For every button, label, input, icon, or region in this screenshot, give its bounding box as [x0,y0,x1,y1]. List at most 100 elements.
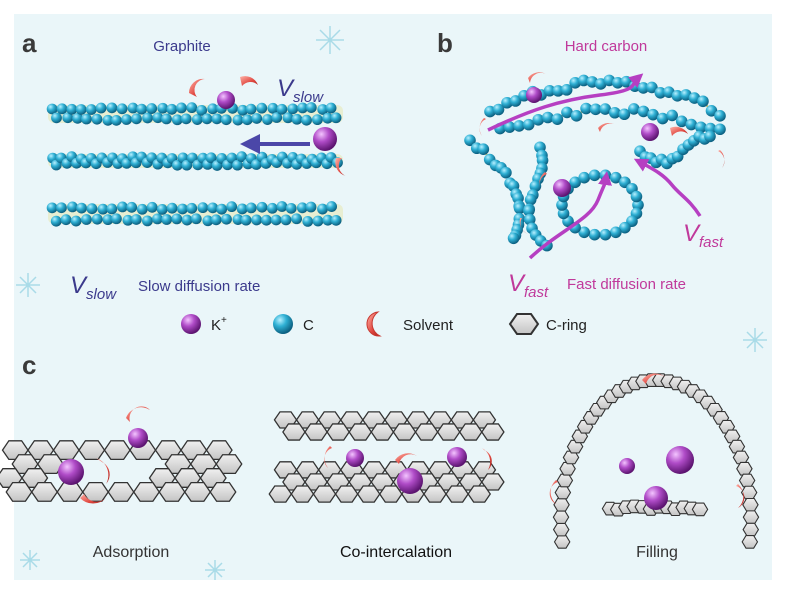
potassium-ion [447,447,467,467]
adsorption-caption: Adsorption [93,544,170,561]
solvent-molecule [528,72,546,83]
carbon-atom [704,130,716,143]
solvent-molecule [718,150,725,168]
carbon-atom [588,169,601,182]
carbon-atom [305,102,317,113]
carbon-atom [121,114,132,125]
carbon-atom [714,123,726,136]
solvent-molecule [519,218,528,234]
carbon-atom [577,74,590,87]
carbon-ring [741,535,759,549]
potassium-ion [128,428,148,448]
panel-c: c Adsorption Co-intercalation Filling [0,350,760,561]
v-fast-legend-symbol: Vfast [508,270,549,301]
carbon-atom [311,114,323,126]
carbon-atom [232,114,244,126]
carbon-atom [675,115,688,128]
carbon-atom [240,214,252,226]
carbon-atom [205,152,217,164]
carbon-atom [262,114,273,125]
carbon-atom [522,118,535,131]
carbon-atom [302,215,314,227]
carbon-atom [266,202,278,214]
carbon-atom [589,103,602,116]
carbon-atom [305,201,317,213]
carbon-atom [106,203,118,215]
carbon-atom [232,214,244,225]
carbon-atom [166,103,178,115]
carbon-atom [110,114,122,126]
carbon-ring [107,481,135,502]
c-ring-legend-label: C-ring [546,317,587,334]
carbon-ring [209,481,237,502]
carbon-atom [102,214,114,226]
carbon-atom [570,110,583,122]
potassium-legend-icon [181,314,201,334]
solvent-molecule [80,494,106,504]
carbon-atom [236,203,248,215]
carbon-atom [580,102,592,115]
carbon-legend-icon [273,314,293,334]
carbon-atom [647,108,659,121]
carbon-atom [211,113,223,125]
fast-diffusion-arrow [487,73,644,132]
carbon-atom [529,180,542,192]
carbon-atom [157,102,169,114]
carbon-ring [103,440,131,461]
carbon-atom [91,213,103,225]
carbon-atom [552,85,564,97]
panel-b-label: b [437,28,453,58]
carbon-ring [445,485,469,503]
carbon-atom [630,190,643,203]
carbon-ring [356,485,381,503]
co-intercalation-caption: Co-intercalation [340,544,452,561]
fast-diffusion-arrow [528,171,612,260]
carbon-atom [127,102,139,114]
carbon-atom [72,112,83,124]
carbon-atom [285,202,297,214]
carbon-atom [561,106,573,119]
carbon-atom [210,214,222,226]
carbon-atom [280,214,292,226]
solvent-molecule [670,126,688,136]
carbon-atom [146,103,158,114]
carbon-atom [256,102,268,114]
carbon-atom [216,203,228,215]
carbon-atom [232,159,243,171]
carbon-atom [532,113,545,126]
carbon-atom [136,203,148,215]
carbon-ring [5,481,33,502]
solvent-legend-label: Solvent [403,317,454,334]
carbon-atom [191,114,203,125]
carbon-atom [330,214,342,226]
carbon-ring [553,535,571,549]
carbon-atom [197,202,209,214]
carbon-ring [732,450,750,465]
carbon-atom [177,203,188,215]
carbon-ring [736,461,753,476]
carbon-atom [312,215,324,227]
snowflake-icon [316,26,344,54]
potassium-ion [666,446,694,474]
carbon-atom [66,103,78,115]
carbon-ring [742,522,760,537]
carbon-atom [142,215,153,227]
carbon-atom [296,202,308,214]
carbon-ring [691,502,709,517]
carbon-ring [553,497,570,512]
carbon-atom [697,95,709,108]
carbon-atom [91,113,103,125]
carbon-atom [503,121,516,133]
fast-diffusion-arrow [633,158,702,217]
carbon-ring [158,481,186,502]
carbon-atom [196,104,208,116]
carbon-atom [166,202,178,214]
carbon-atom [130,214,142,225]
potassium-ion [346,449,364,467]
carbon-ring [467,485,492,503]
carbon-atom [70,215,82,227]
carbon-atom [81,113,92,125]
carbon-ring [738,473,756,488]
carbon-atom [654,86,667,99]
carbon-atom [220,114,232,126]
